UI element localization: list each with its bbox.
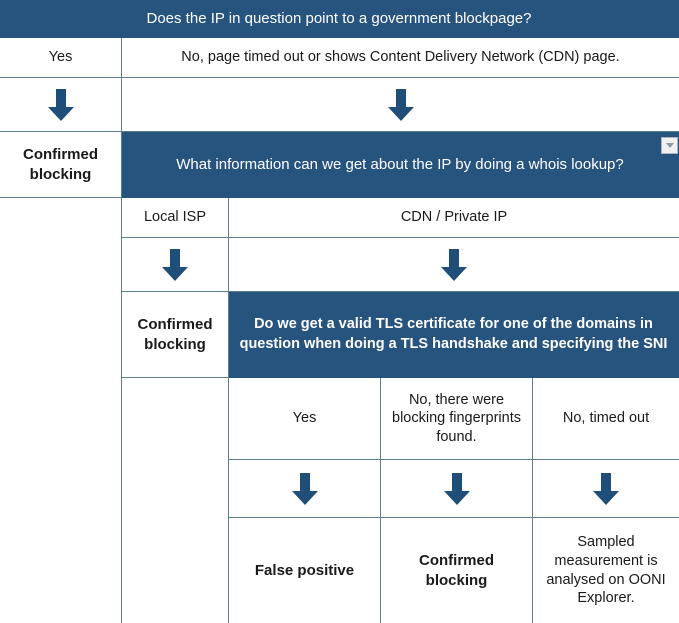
- answer-tls-timeout-label: No, timed out: [562, 410, 650, 427]
- outcome-confirmed-blocking-1-label: Confirmed blocking: [23, 146, 98, 183]
- question-2-header: What information can we get about the IP…: [122, 132, 679, 198]
- down-arrow-icon: [161, 248, 189, 282]
- outcome-confirmed-blocking-1: Confirmed blocking: [0, 132, 122, 198]
- down-arrow-icon: [291, 472, 319, 506]
- outcome-confirmed-blocking-2: Confirmed blocking: [122, 292, 229, 378]
- answer-no-blockpage: No, page timed out or shows Content Deli…: [122, 38, 679, 78]
- outcome-confirmed-blocking-3-label: Confirmed blocking: [419, 552, 494, 589]
- answer-cdn-private-ip-label: CDN / Private IP: [400, 209, 508, 226]
- empty-left-column: [0, 198, 122, 623]
- answer-local-isp-label: Local ISP: [143, 209, 207, 226]
- arrow-cell-no-1: [122, 78, 679, 132]
- down-arrow-icon: [440, 248, 468, 282]
- question-3-text: Do we get a valid TLS certificate for on…: [239, 315, 668, 352]
- down-arrow-icon: [387, 88, 415, 122]
- arrow-cell-tls-timeout: [533, 460, 679, 518]
- answer-tls-fingerprints: No, there were blocking fingerprints fou…: [381, 378, 533, 460]
- down-arrow-icon: [47, 88, 75, 122]
- arrow-cell-yes-1: [0, 78, 122, 132]
- down-arrow-icon: [592, 472, 620, 506]
- chevron-down-icon[interactable]: [661, 137, 678, 154]
- down-arrow-icon: [443, 472, 471, 506]
- question-3-header: Do we get a valid TLS certificate for on…: [229, 292, 679, 378]
- outcome-sampled-measurement-label: Sampled measurement is analysed on OONI …: [546, 534, 666, 607]
- arrow-cell-tls-yes: [229, 460, 381, 518]
- answer-tls-timeout: No, timed out: [533, 378, 679, 460]
- answer-tls-fingerprints-label: No, there were blocking fingerprints fou…: [392, 391, 521, 445]
- arrow-cell-local-isp: [122, 238, 229, 292]
- arrow-cell-tls-fingerprints: [381, 460, 533, 518]
- answer-no-label: No, page timed out or shows Content Deli…: [181, 49, 620, 66]
- question-2-text: What information can we get about the IP…: [176, 155, 624, 173]
- answer-yes-label: Yes: [48, 49, 73, 66]
- answer-tls-yes: Yes: [229, 378, 381, 460]
- question-1-header: Does the IP in question point to a gover…: [0, 0, 679, 38]
- chevron-down-glyph: [665, 143, 674, 148]
- answer-tls-yes-label: Yes: [292, 410, 317, 427]
- answer-cdn-private-ip: CDN / Private IP: [229, 198, 679, 238]
- answer-yes-blockpage: Yes: [0, 38, 122, 78]
- question-1-text: Does the IP in question point to a gover…: [146, 9, 532, 27]
- outcome-false-positive: False positive: [229, 518, 381, 623]
- outcome-sampled-measurement: Sampled measurement is analysed on OONI …: [533, 518, 679, 623]
- outcome-confirmed-blocking-3: Confirmed blocking: [381, 518, 533, 623]
- outcome-confirmed-blocking-2-label: Confirmed blocking: [137, 316, 213, 353]
- answer-local-isp: Local ISP: [122, 198, 229, 238]
- arrow-cell-cdn: [229, 238, 679, 292]
- outcome-false-positive-label: False positive: [254, 561, 355, 579]
- empty-mid-column: [122, 378, 229, 623]
